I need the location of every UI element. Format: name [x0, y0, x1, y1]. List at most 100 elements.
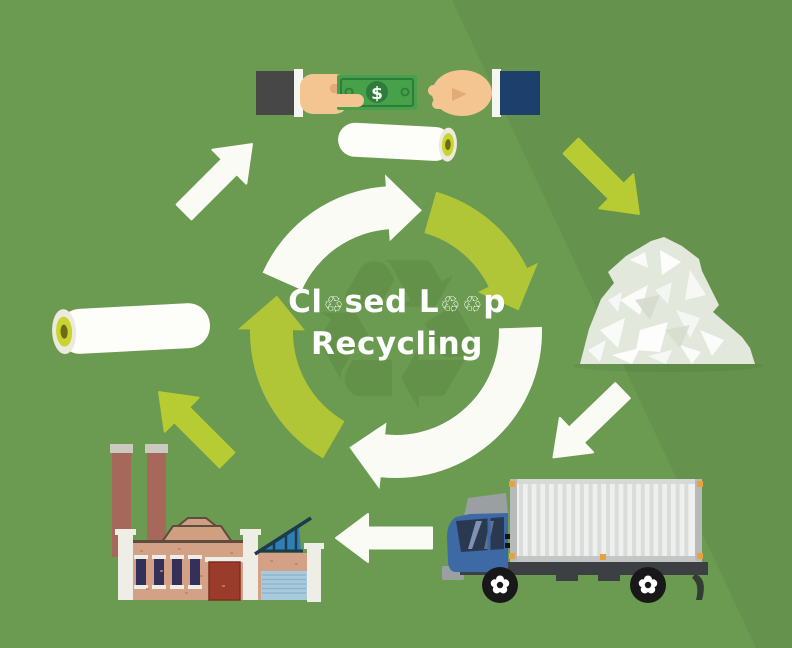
corner-fitting [600, 554, 606, 560]
cycle-arc-arrow [262, 174, 422, 291]
roll-body [338, 122, 452, 161]
wall-speckle [185, 592, 188, 594]
wind-deflector [464, 493, 508, 516]
cuff-left [294, 69, 303, 117]
roller-door-stripes [262, 574, 306, 594]
window-sill [170, 585, 184, 589]
chimney-cap [110, 444, 133, 453]
roll-body [58, 303, 210, 354]
bill-seal [366, 81, 388, 103]
bale-shard [630, 252, 648, 268]
bale-shard [608, 292, 622, 312]
roller-door [261, 571, 307, 600]
pediment-upper [175, 517, 219, 527]
sleeve-left [256, 71, 296, 115]
corner-fittings [509, 481, 703, 560]
flow-arrow [552, 382, 631, 459]
finger-right-bottom [432, 99, 454, 109]
bale-shard [612, 348, 640, 364]
bale-shard [655, 282, 672, 304]
title-line1: Cl♲sed L♲♲p [288, 283, 506, 325]
film-roll-top-icon [338, 122, 457, 162]
bale-shard [648, 350, 672, 364]
title-text: sed L [344, 284, 440, 320]
chassis-step [598, 575, 620, 581]
palm-shadow [452, 88, 467, 101]
factory-icon [110, 444, 324, 602]
cuff-right [492, 69, 501, 117]
money-exchange-icon: $ [256, 69, 540, 117]
title-line2: Recycling [311, 326, 483, 362]
film-roll-left-icon [52, 303, 210, 355]
pilaster-cap [240, 529, 261, 535]
wall-speckle [230, 552, 233, 554]
wall-speckles [140, 548, 298, 594]
container-post [510, 479, 517, 561]
flow-arrows [158, 137, 640, 563]
cycle-arc-arrow [349, 326, 542, 490]
factory-windows [134, 555, 202, 589]
recycle-o-icon: ♲ [462, 292, 483, 318]
window-sill [152, 585, 166, 589]
bale-shard [588, 340, 606, 362]
sleeve-right [500, 71, 540, 115]
corner-fitting [509, 553, 515, 559]
container-stripes [519, 484, 689, 556]
wall-speckle [295, 563, 298, 565]
bale-shard [635, 295, 660, 320]
roll-core [60, 324, 68, 339]
window-lintel [188, 555, 202, 559]
wall-speckle [222, 585, 225, 587]
flow-arrow [175, 143, 253, 221]
wall-speckle [146, 588, 149, 590]
pilaster [307, 547, 321, 602]
corner-fitting [697, 481, 703, 487]
bale-shard [685, 270, 706, 300]
bale-shard [700, 330, 724, 356]
wheel-icon [630, 567, 666, 603]
wall-speckle [178, 548, 181, 550]
window-sill [188, 585, 202, 589]
truck-icon [442, 479, 708, 603]
title-text: p [483, 284, 506, 320]
pilaster-cap [115, 529, 136, 535]
eave-line [129, 540, 247, 543]
corner-fitting [697, 553, 703, 559]
roll-core [445, 139, 451, 151]
factory-window [136, 559, 146, 585]
pediment-lower [160, 525, 234, 543]
pilaster [243, 533, 258, 600]
glass-reflection [468, 521, 482, 549]
door-lintel [205, 557, 244, 562]
wheel-icon [482, 567, 518, 603]
wheels [482, 567, 666, 603]
hub-nut [644, 581, 652, 589]
bale-shard [600, 318, 625, 348]
bill-border [340, 78, 414, 107]
window-lintel [134, 555, 148, 559]
wall-speckle [270, 560, 273, 562]
bale-shard [680, 345, 701, 364]
cycle-arc-arrow [238, 295, 345, 459]
pilaster [118, 533, 133, 600]
diagram-title: Cl♲sed L♲♲p Recycling [288, 283, 506, 364]
bale-shard [660, 250, 681, 275]
bale-shard [636, 322, 668, 352]
flow-arrow [158, 391, 236, 469]
glass-roof-edge [254, 516, 312, 556]
flow-arrow [562, 137, 640, 215]
flow-arrow [335, 513, 433, 563]
recycle-o-icon: ♲ [440, 292, 461, 318]
cycle-arc-arrow [424, 191, 538, 311]
chimney-cap [145, 444, 168, 453]
chimney [147, 452, 166, 557]
finger-right-top [428, 85, 454, 96]
cargo-container [509, 479, 703, 562]
mud-flap [692, 574, 704, 600]
cycle-ring [238, 174, 542, 490]
dollar-sign: $ [371, 84, 383, 104]
wall-speckle [160, 570, 163, 572]
plastic-bale-icon [573, 237, 763, 372]
bale-shard [665, 325, 690, 348]
factory-window [190, 559, 200, 585]
